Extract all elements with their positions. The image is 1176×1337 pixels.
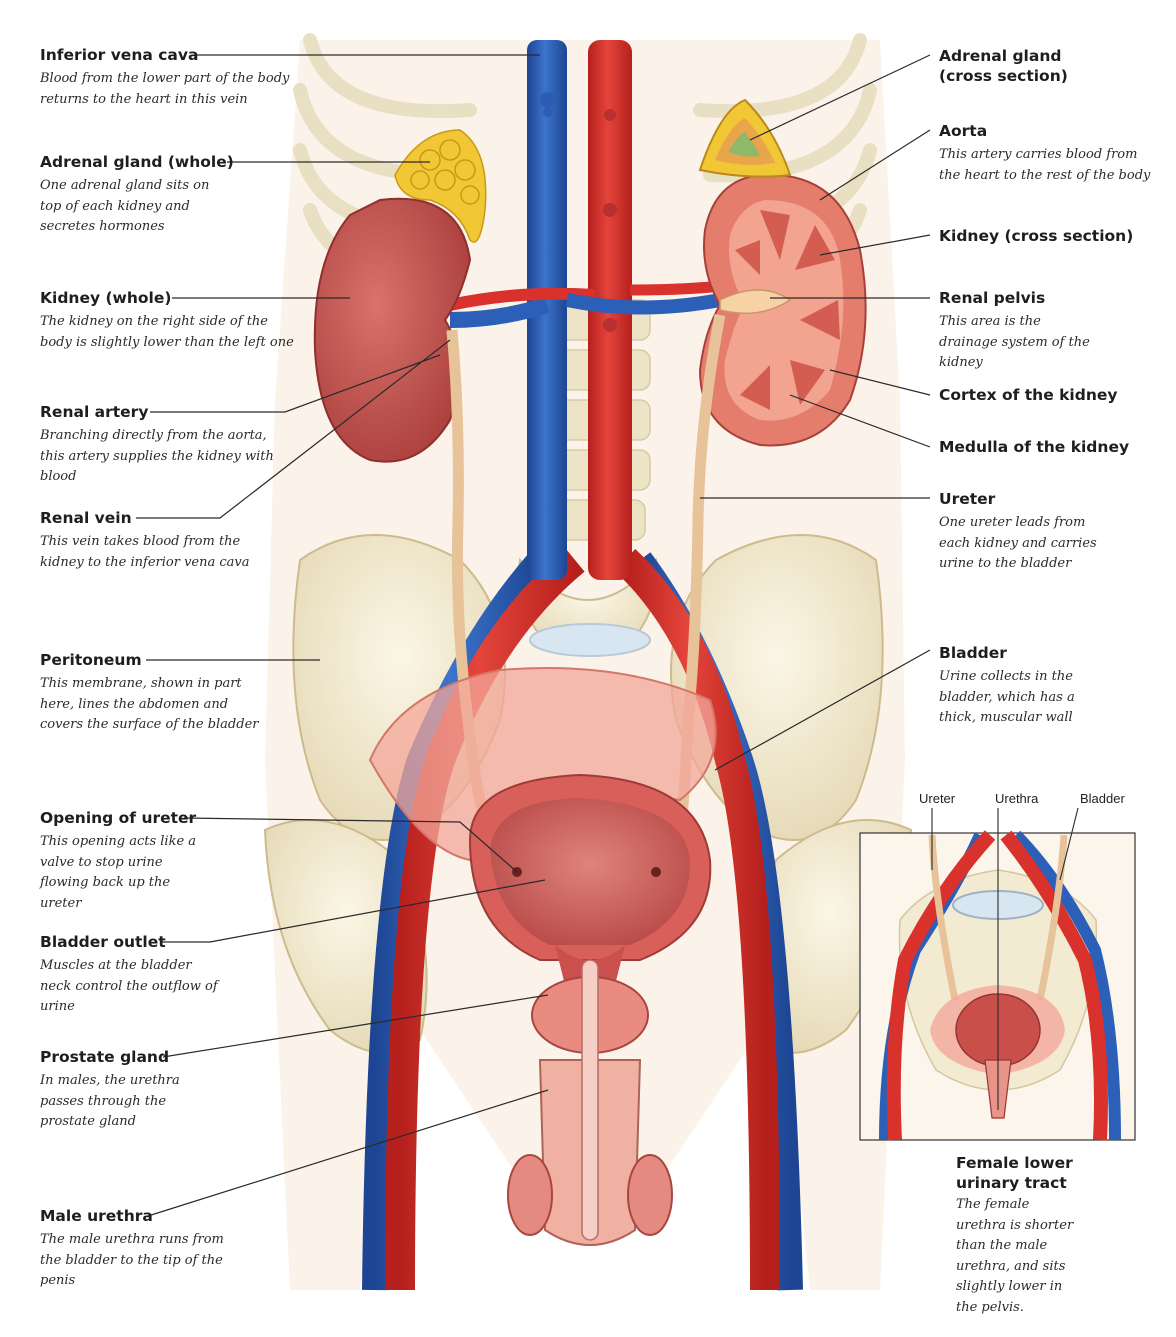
leader-lines	[136, 54, 931, 1217]
label-desc: In males, the urethra passes through the…	[40, 1073, 180, 1129]
label-inferior-vena-cava: Inferior vena cava Blood from the lower …	[40, 45, 330, 110]
female-inset	[859, 807, 1136, 1141]
label-title: Peritoneum	[40, 651, 142, 669]
label-adrenal-gland-whole: Adrenal gland (whole) One adrenal gland …	[40, 152, 330, 238]
label-adrenal-gland-cross-section: Adrenal gland (cross section)	[939, 46, 1079, 86]
label-desc: One ureter leads from each kidney and ca…	[939, 515, 1097, 571]
label-desc: This vein takes blood from the kidney to…	[40, 534, 250, 570]
label-desc: Blood from the lower part of the body re…	[40, 71, 290, 107]
inset-label-ureter: Ureter	[919, 791, 956, 806]
label-male-urethra: Male urethra The male urethra runs from …	[40, 1206, 330, 1292]
label-desc: One adrenal gland sits on top of each ki…	[40, 178, 210, 234]
inset-title-line1: Female lower	[956, 1154, 1073, 1172]
inset-label-urethra: Urethra	[995, 791, 1039, 806]
label-title: Cortex of the kidney	[939, 386, 1118, 404]
adrenal-gland-cross-section-organ	[698, 98, 792, 178]
label-peritoneum: Peritoneum This membrane, shown in part …	[40, 650, 330, 736]
right-renal-vein	[565, 293, 722, 315]
label-renal-artery: Renal artery Branching directly from the…	[40, 402, 330, 488]
label-title: Kidney (cross section)	[939, 227, 1134, 245]
label-medulla-of-the-kidney: Medulla of the kidney	[939, 437, 1169, 457]
inset-desc: The female urethra is shorter than the m…	[956, 1197, 1074, 1315]
left-renal-artery	[448, 287, 596, 311]
label-desc: Urine collects in the bladder, which has…	[939, 669, 1075, 725]
label-renal-pelvis: Renal pelvis This area is the drainage s…	[939, 288, 1169, 374]
label-desc: The kidney on the right side of the body…	[40, 314, 294, 350]
label-desc: This area is the drainage system of the …	[939, 314, 1090, 370]
left-renal-vein	[449, 297, 550, 328]
label-title: Medulla of the kidney	[939, 438, 1130, 456]
label-cortex-of-the-kidney: Cortex of the kidney	[939, 385, 1169, 405]
label-aorta: Aorta This artery carries blood from the…	[939, 121, 1169, 186]
bladder-organ	[468, 773, 712, 985]
label-opening-of-ureter: Opening of ureter This opening acts like…	[40, 808, 330, 914]
label-bladder: Bladder Urine collects in the bladder, w…	[939, 643, 1169, 729]
pelvic-inlet-ring	[529, 623, 651, 657]
label-title: Renal vein	[40, 509, 132, 527]
inset-label-bladder: Bladder	[1080, 791, 1125, 806]
label-title: Ureter	[939, 490, 996, 508]
label-title: Renal artery	[40, 403, 149, 421]
label-title: Prostate gland	[40, 1048, 170, 1066]
label-female-lower-urinary-tract: Female lower urinary tract The female ur…	[956, 1153, 1096, 1318]
vessel-branch-stubs	[603, 109, 617, 332]
adrenal-gland-whole-organ	[394, 129, 487, 243]
male-urethra-channel	[581, 959, 599, 1241]
label-title: Kidney (whole)	[40, 289, 172, 307]
label-prostate-gland: Prostate gland In males, the urethra pas…	[40, 1047, 330, 1133]
kidney-whole-organ	[313, 197, 472, 463]
label-title: Bladder	[939, 644, 1007, 662]
label-renal-vein: Renal vein This vein takes blood from th…	[40, 508, 330, 573]
label-bladder-outlet: Bladder outlet Muscles at the bladder ne…	[40, 932, 330, 1018]
kidney-cross-section-organ	[698, 173, 867, 447]
ureter-opening-right	[651, 867, 661, 877]
label-desc: This membrane, shown in part here, lines…	[40, 676, 259, 732]
label-title: Opening of ureter	[40, 809, 197, 827]
label-title: Adrenal gland (cross section)	[939, 47, 1068, 85]
label-desc: Branching directly from the aorta, this …	[40, 428, 274, 484]
testes	[507, 1154, 673, 1236]
label-title: Inferior vena cava	[40, 46, 199, 64]
label-ureter: Ureter One ureter leads from each kidney…	[939, 489, 1169, 575]
renal-pelvis-area	[719, 289, 792, 315]
label-title: Adrenal gland (whole)	[40, 153, 234, 171]
label-title: Bladder outlet	[40, 933, 166, 951]
label-title: Aorta	[939, 122, 988, 140]
label-desc: Muscles at the bladder neck control the …	[40, 958, 218, 1014]
label-kidney-cross-section: Kidney (cross section)	[939, 226, 1169, 246]
label-desc: This opening acts like a valve to stop u…	[40, 834, 197, 911]
label-desc: The male urethra runs from the bladder t…	[40, 1232, 224, 1288]
inset-title-line2: urinary tract	[956, 1174, 1067, 1192]
label-title: Male urethra	[40, 1207, 153, 1225]
label-kidney-whole: Kidney (whole) The kidney on the right s…	[40, 288, 330, 353]
right-iliac-artery	[614, 549, 780, 1291]
label-title: Renal pelvis	[939, 289, 1046, 307]
label-desc: This artery carries blood from the heart…	[939, 147, 1151, 183]
peritoneum-membrane	[368, 667, 717, 862]
